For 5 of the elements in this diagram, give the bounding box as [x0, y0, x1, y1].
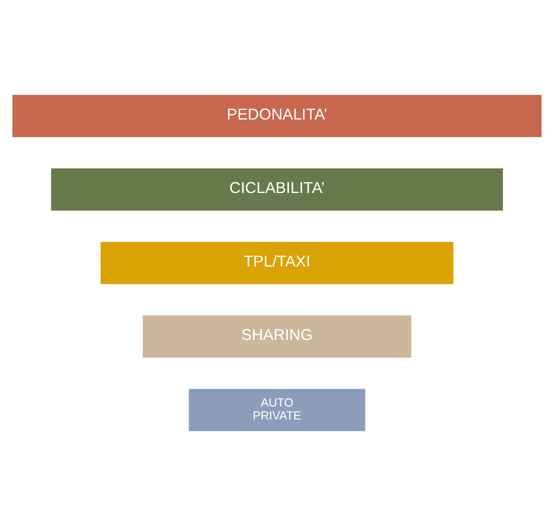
node-box: CICLABILITA’ — [51, 168, 503, 210]
node-box: PEDONALITA’ — [12, 94, 542, 137]
node-box: AUTO PRIVATE — [188, 388, 366, 431]
node-box: SHARING — [142, 314, 412, 358]
node-box: TPL/TAXI — [100, 241, 454, 284]
